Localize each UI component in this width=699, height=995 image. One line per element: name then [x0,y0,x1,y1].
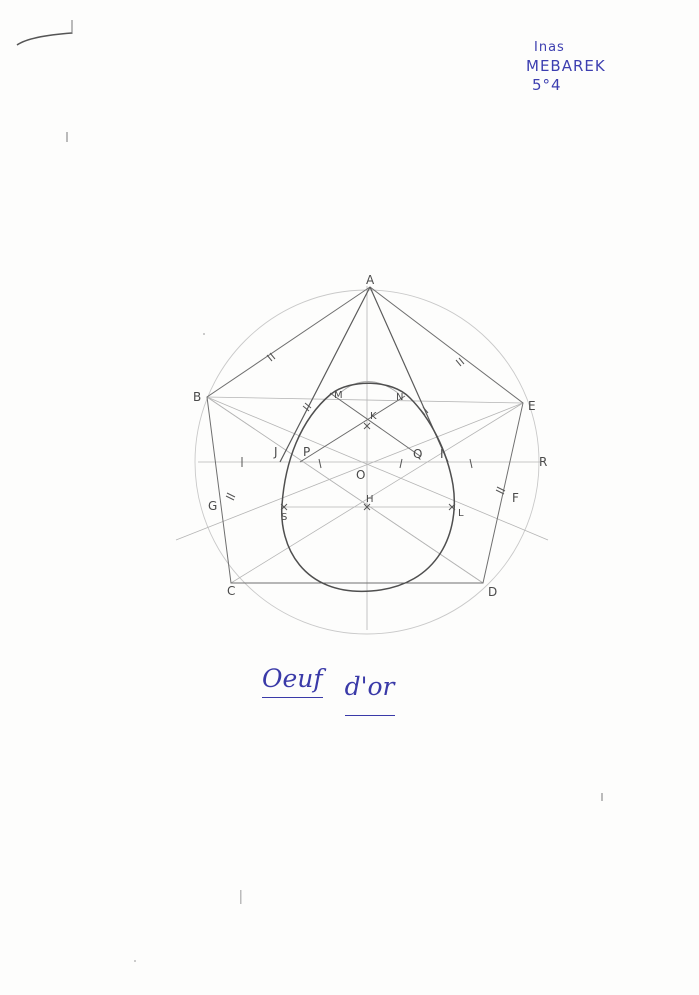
line-A-J [279,286,371,463]
label-point-D: D [488,585,497,599]
label-point-K: K [370,411,377,422]
label-point-J: J [273,445,278,459]
label-point-O: O [356,468,365,482]
author-first-name: Inas [534,40,565,55]
label-point-S: S [281,512,287,523]
label-point-H: H [366,494,374,505]
label-point-Q: Q [413,447,422,461]
label-point-M: M [334,390,343,401]
label-point-F: F [512,491,519,505]
label-point-E: E [528,399,536,413]
label-point-P: P [303,445,310,459]
label-point-A: A [366,273,375,287]
drawing-title: Oeuf d'or [262,664,395,716]
label-point-I: I [440,447,444,461]
paper-specks [66,132,603,962]
label-point-L: L [458,508,464,519]
label-point-N: N [396,392,403,403]
author-last-name: MEBAREK [526,57,606,75]
title-word-dor: d'or [344,672,395,716]
author-block: Inas MEBAREK 5°4 [526,38,646,95]
regular-pentagon [206,286,524,584]
top-construction-arc [339,381,399,394]
line-N-P [299,395,406,463]
author-class: 5°4 [532,76,562,94]
construction-lines [175,286,549,630]
label-point-G: G [208,499,217,513]
equal-length-ticks [225,352,506,501]
title-word-oeuf: Oeuf [262,664,323,698]
corner-pencil-mark [16,32,73,46]
label-point-C: C [227,584,235,598]
label-point-B: B [193,390,201,404]
golden-egg-curve [281,382,456,592]
point-markers [280,422,456,511]
line-M-Q [329,392,421,457]
label-point-R: R [539,455,547,469]
